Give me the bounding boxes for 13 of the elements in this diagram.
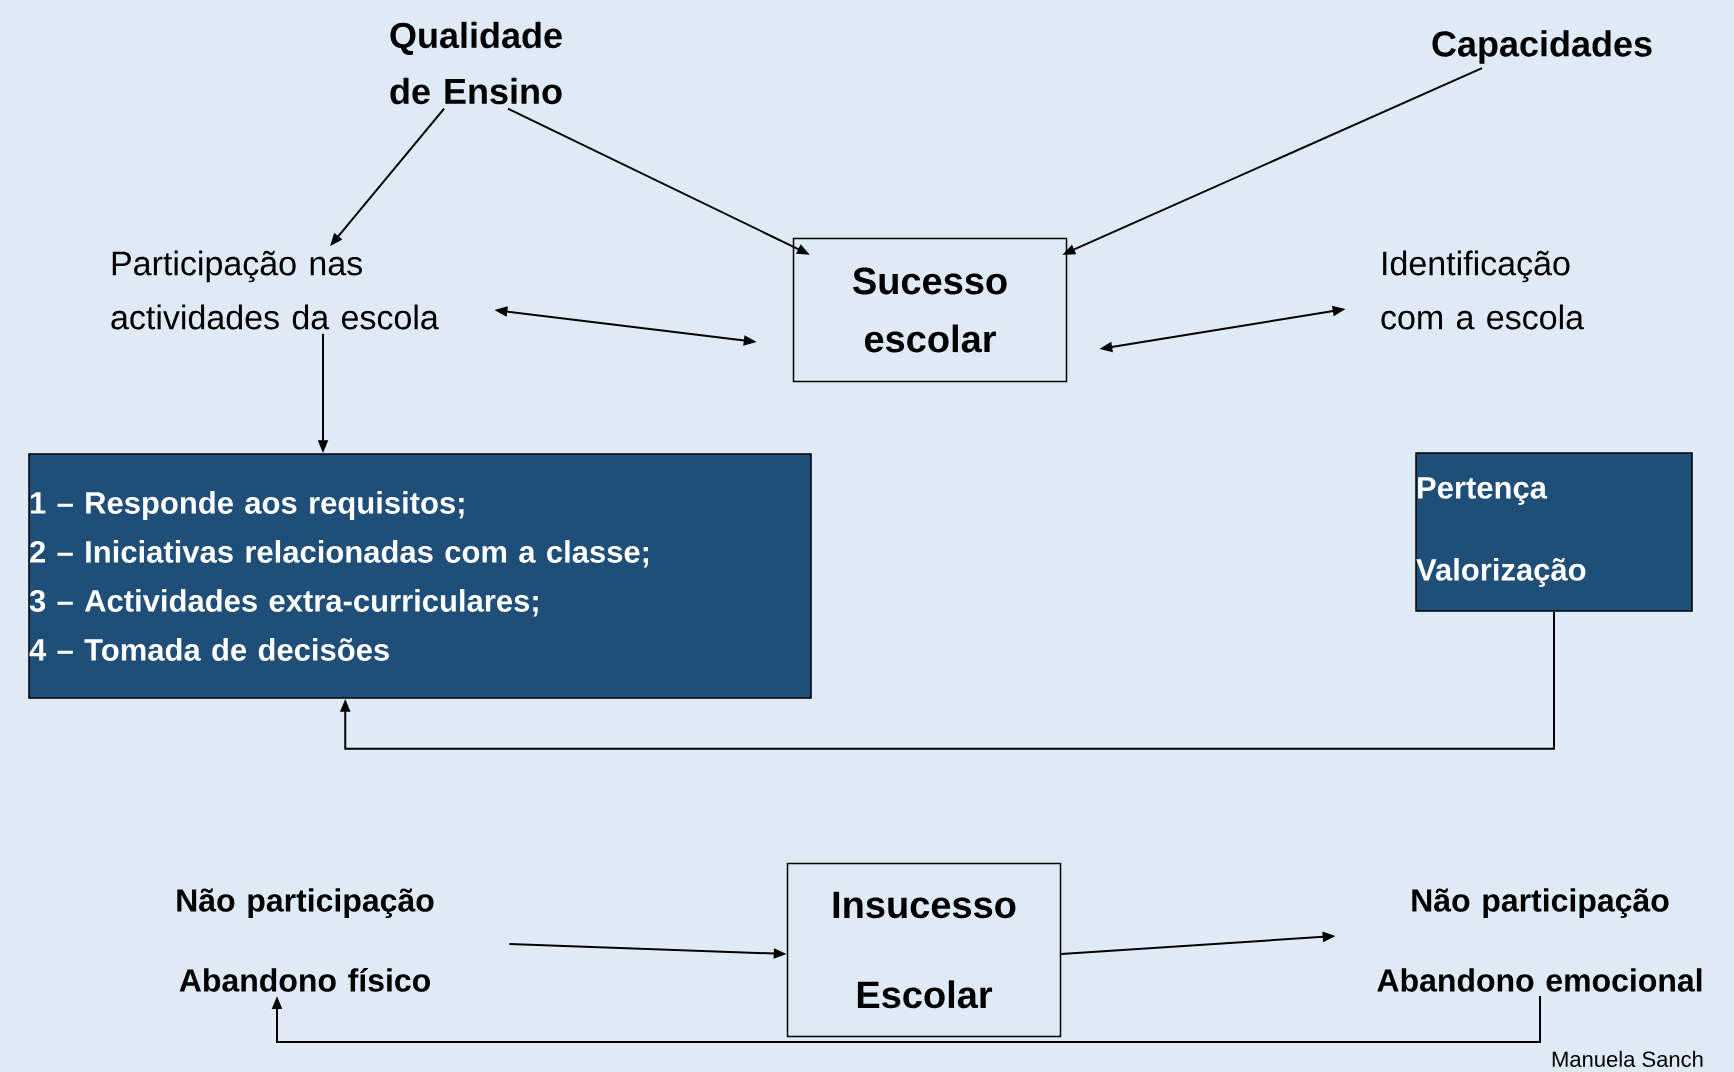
concept-text: Identificação com a escola xyxy=(1381,250,1585,330)
heading-text: Capacidades xyxy=(1432,30,1652,64)
heading-text: Qualidade de Ensino xyxy=(390,21,562,105)
concept-box: Pertença Valorização xyxy=(1415,452,1693,612)
concept-text: Não participação Abandono emocional xyxy=(1377,888,1702,992)
concept-text: Não participação Abandono físico xyxy=(177,888,434,992)
process-box: Sucesso escolar xyxy=(792,237,1068,383)
process-box: Insucesso Escolar xyxy=(786,862,1062,1038)
arrow xyxy=(271,995,1541,1044)
concept-text: Participação nas actividades da escola xyxy=(111,250,439,330)
arrow xyxy=(339,610,1555,750)
author-credit: Manuela Sanch xyxy=(1552,1050,1703,1067)
list-box: 1 – Responde aos requisitos; 2 – Iniciativas relacionadas com a classe; 3 – Actividades extra-curriculares; 4 – Tomada de decisões xyxy=(28,453,812,699)
